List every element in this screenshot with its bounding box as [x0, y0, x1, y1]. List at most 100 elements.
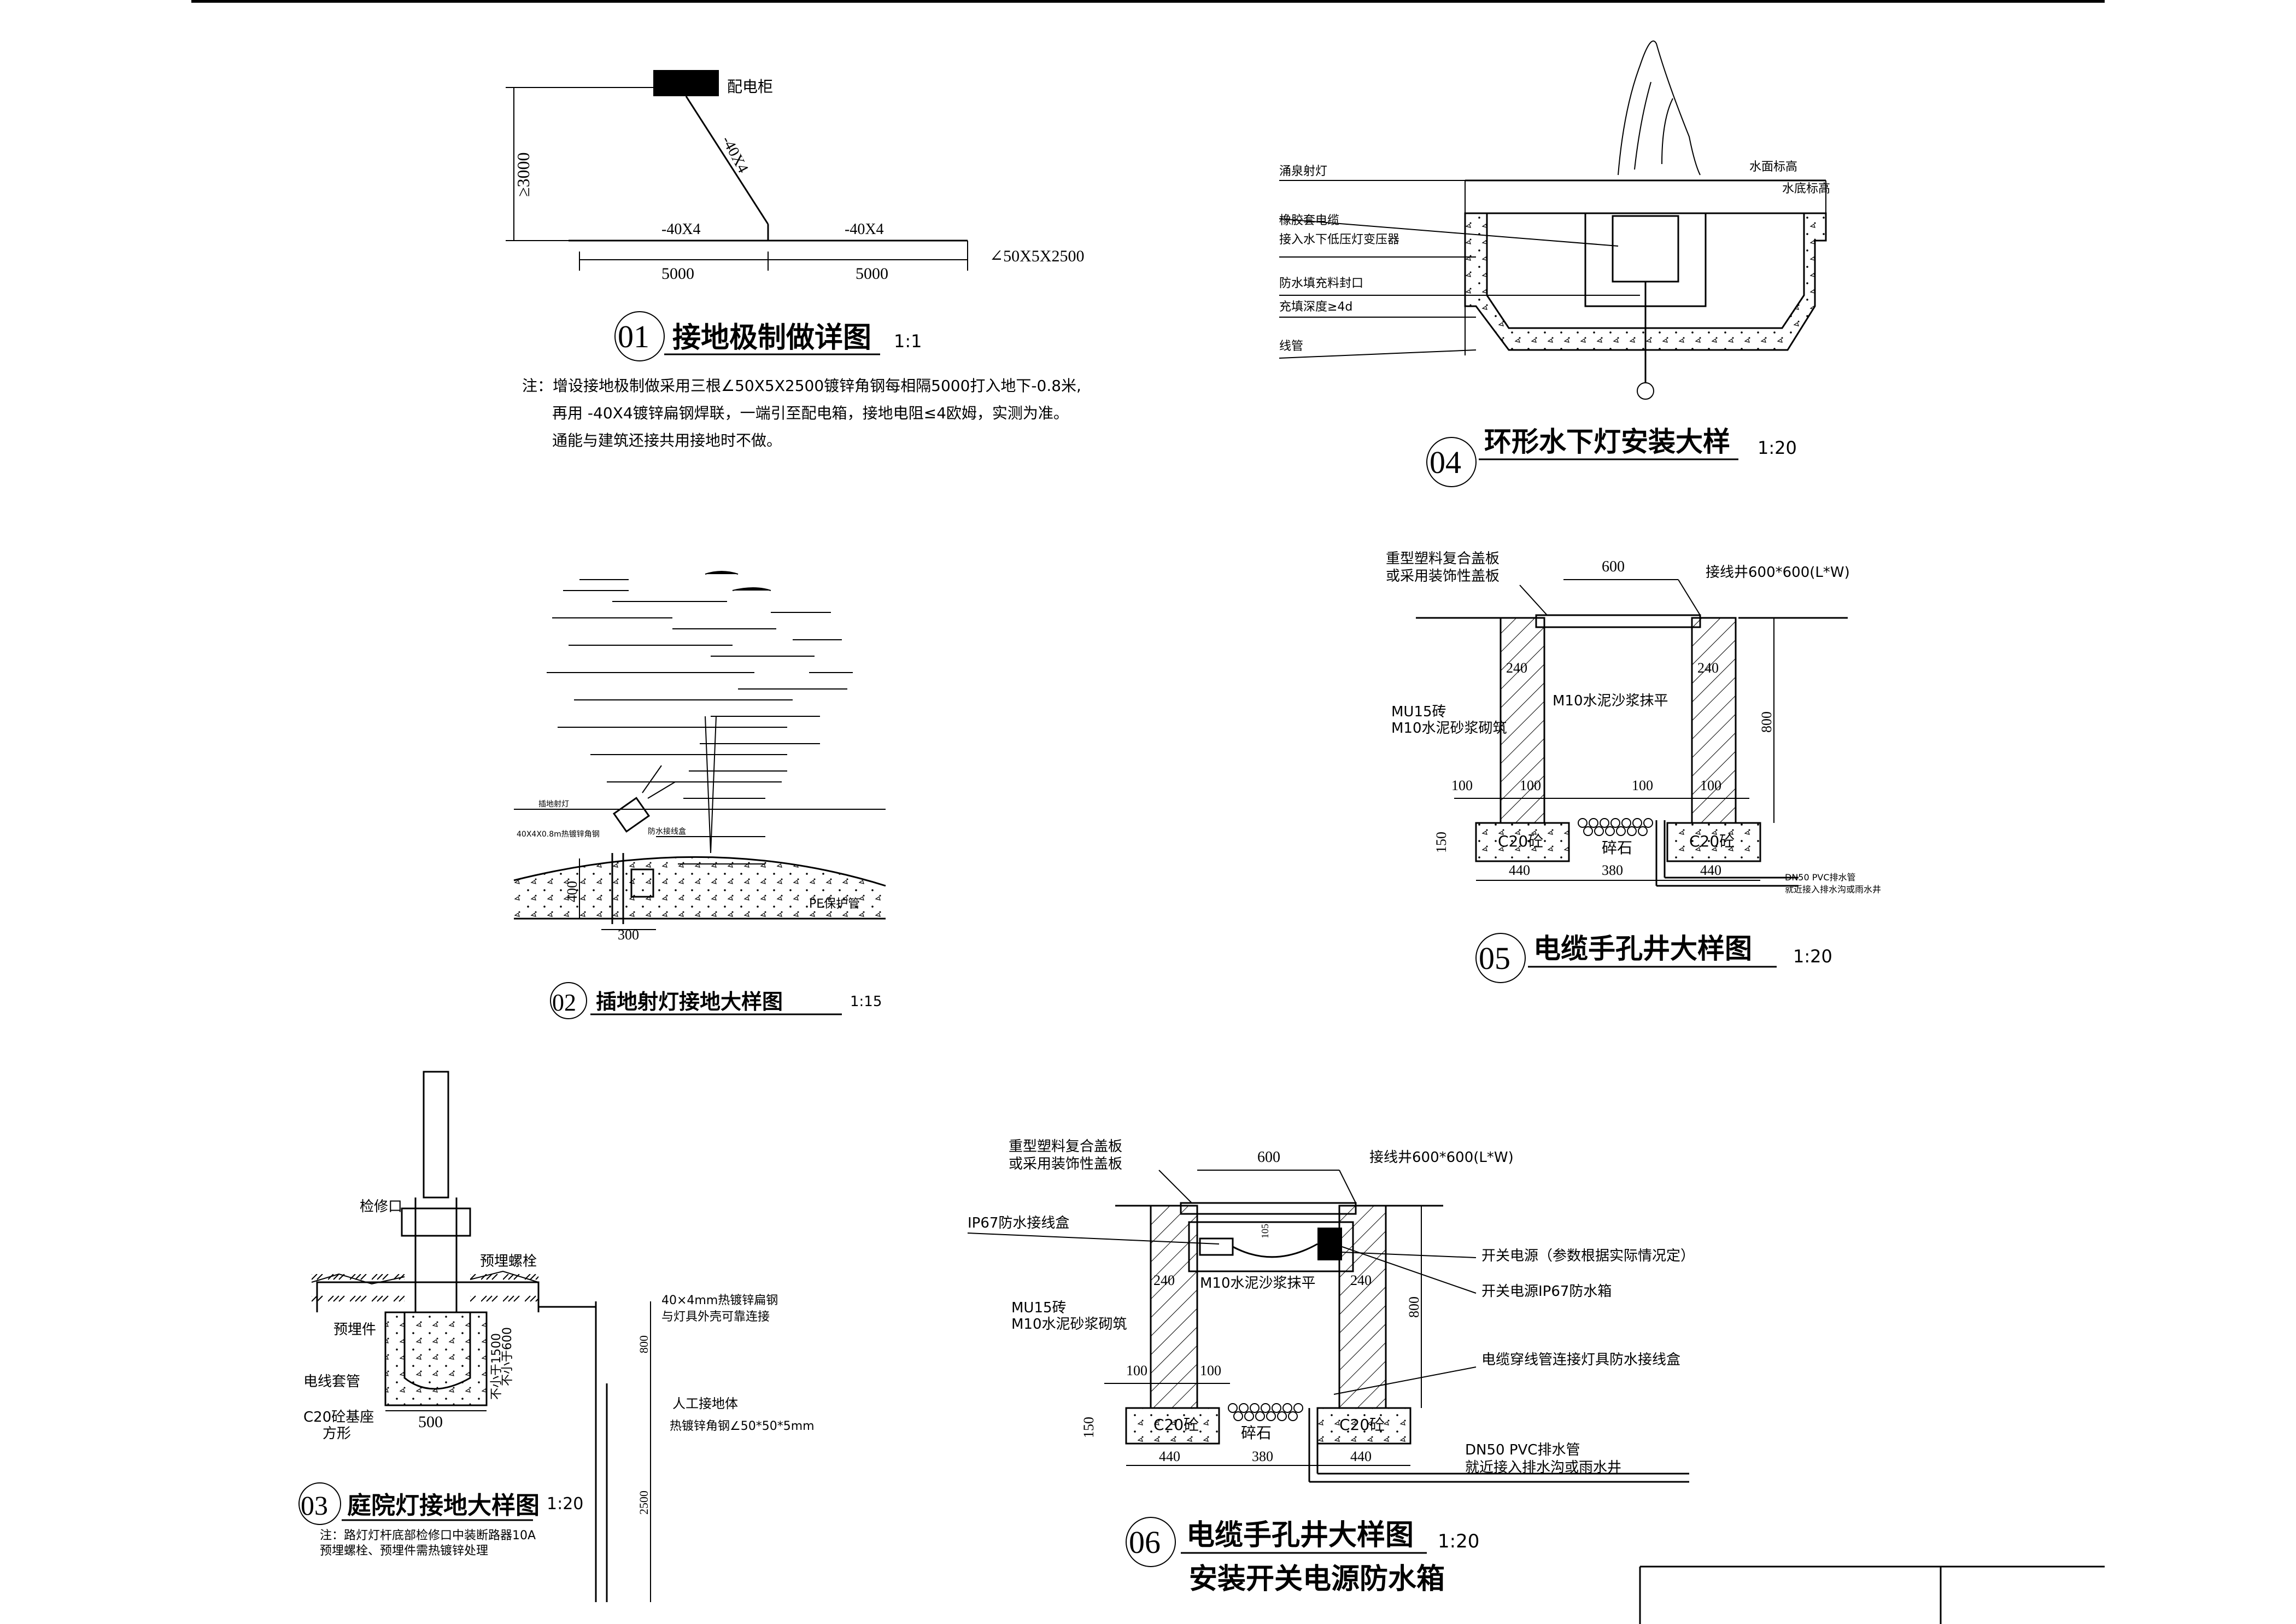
d5-pipe-2: 就近接入排水沟或雨水井: [1785, 884, 1881, 895]
detail-02-scale: 1:15: [850, 994, 882, 1010]
d6-dim-800: 800: [1406, 1296, 1422, 1318]
dim-height: ≥3000: [513, 152, 533, 197]
detail-02-title: 插地射灯接地大样图: [596, 990, 783, 1014]
detail-05-number: 05: [1479, 940, 1510, 976]
d6-gravel: [1228, 1403, 1303, 1421]
detail-01-number: 01: [618, 319, 649, 354]
tree-canopy: [547, 571, 853, 864]
d4-label-1: 涌泉射灯: [1279, 165, 1327, 178]
d5-100c: 100: [1632, 778, 1653, 793]
d6-pipe-1: DN50 PVC排水管: [1465, 1442, 1580, 1458]
d5-dim-150: 150: [1433, 832, 1449, 853]
d4-label-3: 接入水下低压灯变压器: [1279, 233, 1399, 247]
d5-100a: 100: [1451, 778, 1473, 793]
dim-500: 500: [418, 1413, 443, 1431]
detail-05-scale: 1:20: [1793, 946, 1832, 967]
detail-06-scale: 1:20: [1438, 1530, 1479, 1552]
d6-right-wall: [1338, 1205, 1387, 1409]
detail-06-title: 电缆手孔井大样图: [1186, 1519, 1414, 1552]
d6-ip67-box: IP67防水接线盒: [968, 1215, 1069, 1231]
d6-psu-box: 开关电源IP67防水箱: [1481, 1283, 1612, 1300]
detail-05-title: 电缆手孔井大样图: [1533, 933, 1752, 965]
detail-01-note-1: 注：增设接地极制做采用三根∠50X5X2500镀锌角钢每相隔5000打入地下-0…: [522, 377, 1081, 395]
bolt-label: 预埋螺栓: [480, 1253, 537, 1270]
d5-brick-2: M10水泥砂浆砌筑: [1391, 720, 1507, 737]
distribution-cabinet: [653, 70, 719, 96]
pool-structure: [1464, 212, 1827, 351]
d6-380: 380: [1252, 1448, 1273, 1464]
d5-cover-1: 重型塑料复合盖板: [1386, 551, 1500, 567]
steel-label: 40X4X0.8m热镀锌角钢: [517, 829, 600, 839]
dim-left: 5000: [661, 265, 694, 283]
c20-right: [1666, 822, 1761, 862]
d5-pipe-1: DN50 PVC排水管: [1785, 872, 1856, 883]
d5-dim-240b: 240: [1697, 660, 1719, 676]
spotlight-fixture: [612, 797, 651, 833]
embed-label: 预埋件: [333, 1322, 376, 1338]
detail-02-bubble: [550, 982, 587, 1019]
d5-cover-2: 或采用装饰性盖板: [1386, 568, 1500, 585]
detail-03-note-2: 预埋螺栓、预埋件需热镀锌处理: [320, 1544, 488, 1558]
detail-01-note-2: 再用 -40X4镀锌扁钢焊联，一端引至配电箱，接地电阻≤4欧姆，实测为准。: [552, 404, 1069, 422]
d5-100d: 100: [1700, 778, 1721, 793]
lamp-label: 插地射灯: [538, 800, 569, 809]
d5-plaster: M10水泥沙浆抹平: [1553, 693, 1668, 709]
concrete-base: [384, 1311, 488, 1406]
d6-cover-2: 或采用装饰性盖板: [1009, 1156, 1122, 1172]
detail-03-bubble: [298, 1482, 341, 1525]
cabinet-label: 配电柜: [727, 78, 773, 96]
electrode-label-2: 热镀锌角钢∠50*50*5mm: [670, 1419, 815, 1433]
junction-box: [630, 868, 654, 898]
gravel-fill: [1578, 818, 1653, 836]
detail-01-bubble: [614, 311, 665, 361]
detail-06-number: 06: [1129, 1524, 1161, 1560]
pipe-label: PE保护管: [809, 897, 860, 911]
detail-04-underwater-light: 涌泉射灯 橡胶套电缆 接入水下低压灯变压器 防水填充料封口 充填深度≥4d 线管…: [1279, 40, 1830, 487]
detail-04-bubble: [1426, 437, 1477, 487]
dim-v2: 不小于1500: [490, 1333, 503, 1400]
d5-dim-800: 800: [1759, 711, 1774, 733]
detail-06-bubble: [1126, 1517, 1176, 1567]
detail-04-number: 04: [1430, 445, 1461, 480]
d6-cable-pipe: 电缆穿线管连接灯具防水接线盒: [1481, 1352, 1680, 1368]
dim-right: 5000: [856, 265, 888, 283]
detail-03-courtyard-lamp: 检修口 预埋螺栓 预埋件 电线套管 C20砼基座 方形 500 不小于600 不…: [298, 1071, 815, 1602]
d5-c20a: C20砼: [1498, 832, 1543, 850]
dim-800: 800: [637, 1335, 651, 1353]
detail-01-scale: 1:1: [894, 331, 922, 352]
angle-steel-label: ∠50X5X2500: [989, 247, 1084, 265]
d6-dim-240a: 240: [1153, 1272, 1175, 1288]
lamp-pole: [423, 1071, 449, 1199]
access-label: 检修口: [360, 1199, 402, 1215]
bottom-level-label: 水底标高: [1782, 182, 1830, 196]
d6-well: 接线井600*600(L*W): [1369, 1149, 1514, 1166]
d5-380: 380: [1602, 862, 1623, 878]
detail-01-title: 接地极制做详图: [672, 322, 871, 354]
d6-dim-240b: 240: [1350, 1272, 1372, 1288]
d5-dim-600: 600: [1602, 558, 1625, 575]
right-wall: [1691, 617, 1737, 824]
d5-brick-1: MU15砖: [1391, 704, 1446, 720]
d5-440a: 440: [1509, 862, 1530, 878]
d5-440b: 440: [1700, 862, 1721, 878]
d6-100b: 100: [1200, 1363, 1221, 1378]
dim-400: 400: [564, 881, 580, 902]
detail-03-number: 03: [301, 1490, 328, 1521]
box-label: 防水接线盒: [648, 827, 686, 836]
base-label-2: 方形: [323, 1426, 351, 1442]
d6-brick-2: M10水泥砂浆砌筑: [1011, 1316, 1127, 1333]
d6-c20-left: [1125, 1407, 1220, 1445]
fountain-jet: [1618, 40, 1701, 176]
d6-plaster: M10水泥沙浆抹平: [1200, 1275, 1316, 1292]
dim-v1: 不小于600: [501, 1327, 514, 1386]
d4-label-4: 防水填充料封口: [1279, 277, 1363, 290]
d5-well: 接线井600*600(L*W): [1706, 564, 1850, 581]
cover-plate: [1535, 614, 1701, 628]
ip67-box: [1199, 1237, 1234, 1256]
bar-right-label: -40X4: [845, 221, 884, 238]
detail-04-title: 环形水下灯安装大样: [1484, 426, 1730, 458]
detail-04-scale: 1:20: [1758, 437, 1797, 458]
d4-label-5: 充填深度≥4d: [1279, 300, 1352, 314]
d4-label-6: 线管: [1279, 340, 1303, 353]
